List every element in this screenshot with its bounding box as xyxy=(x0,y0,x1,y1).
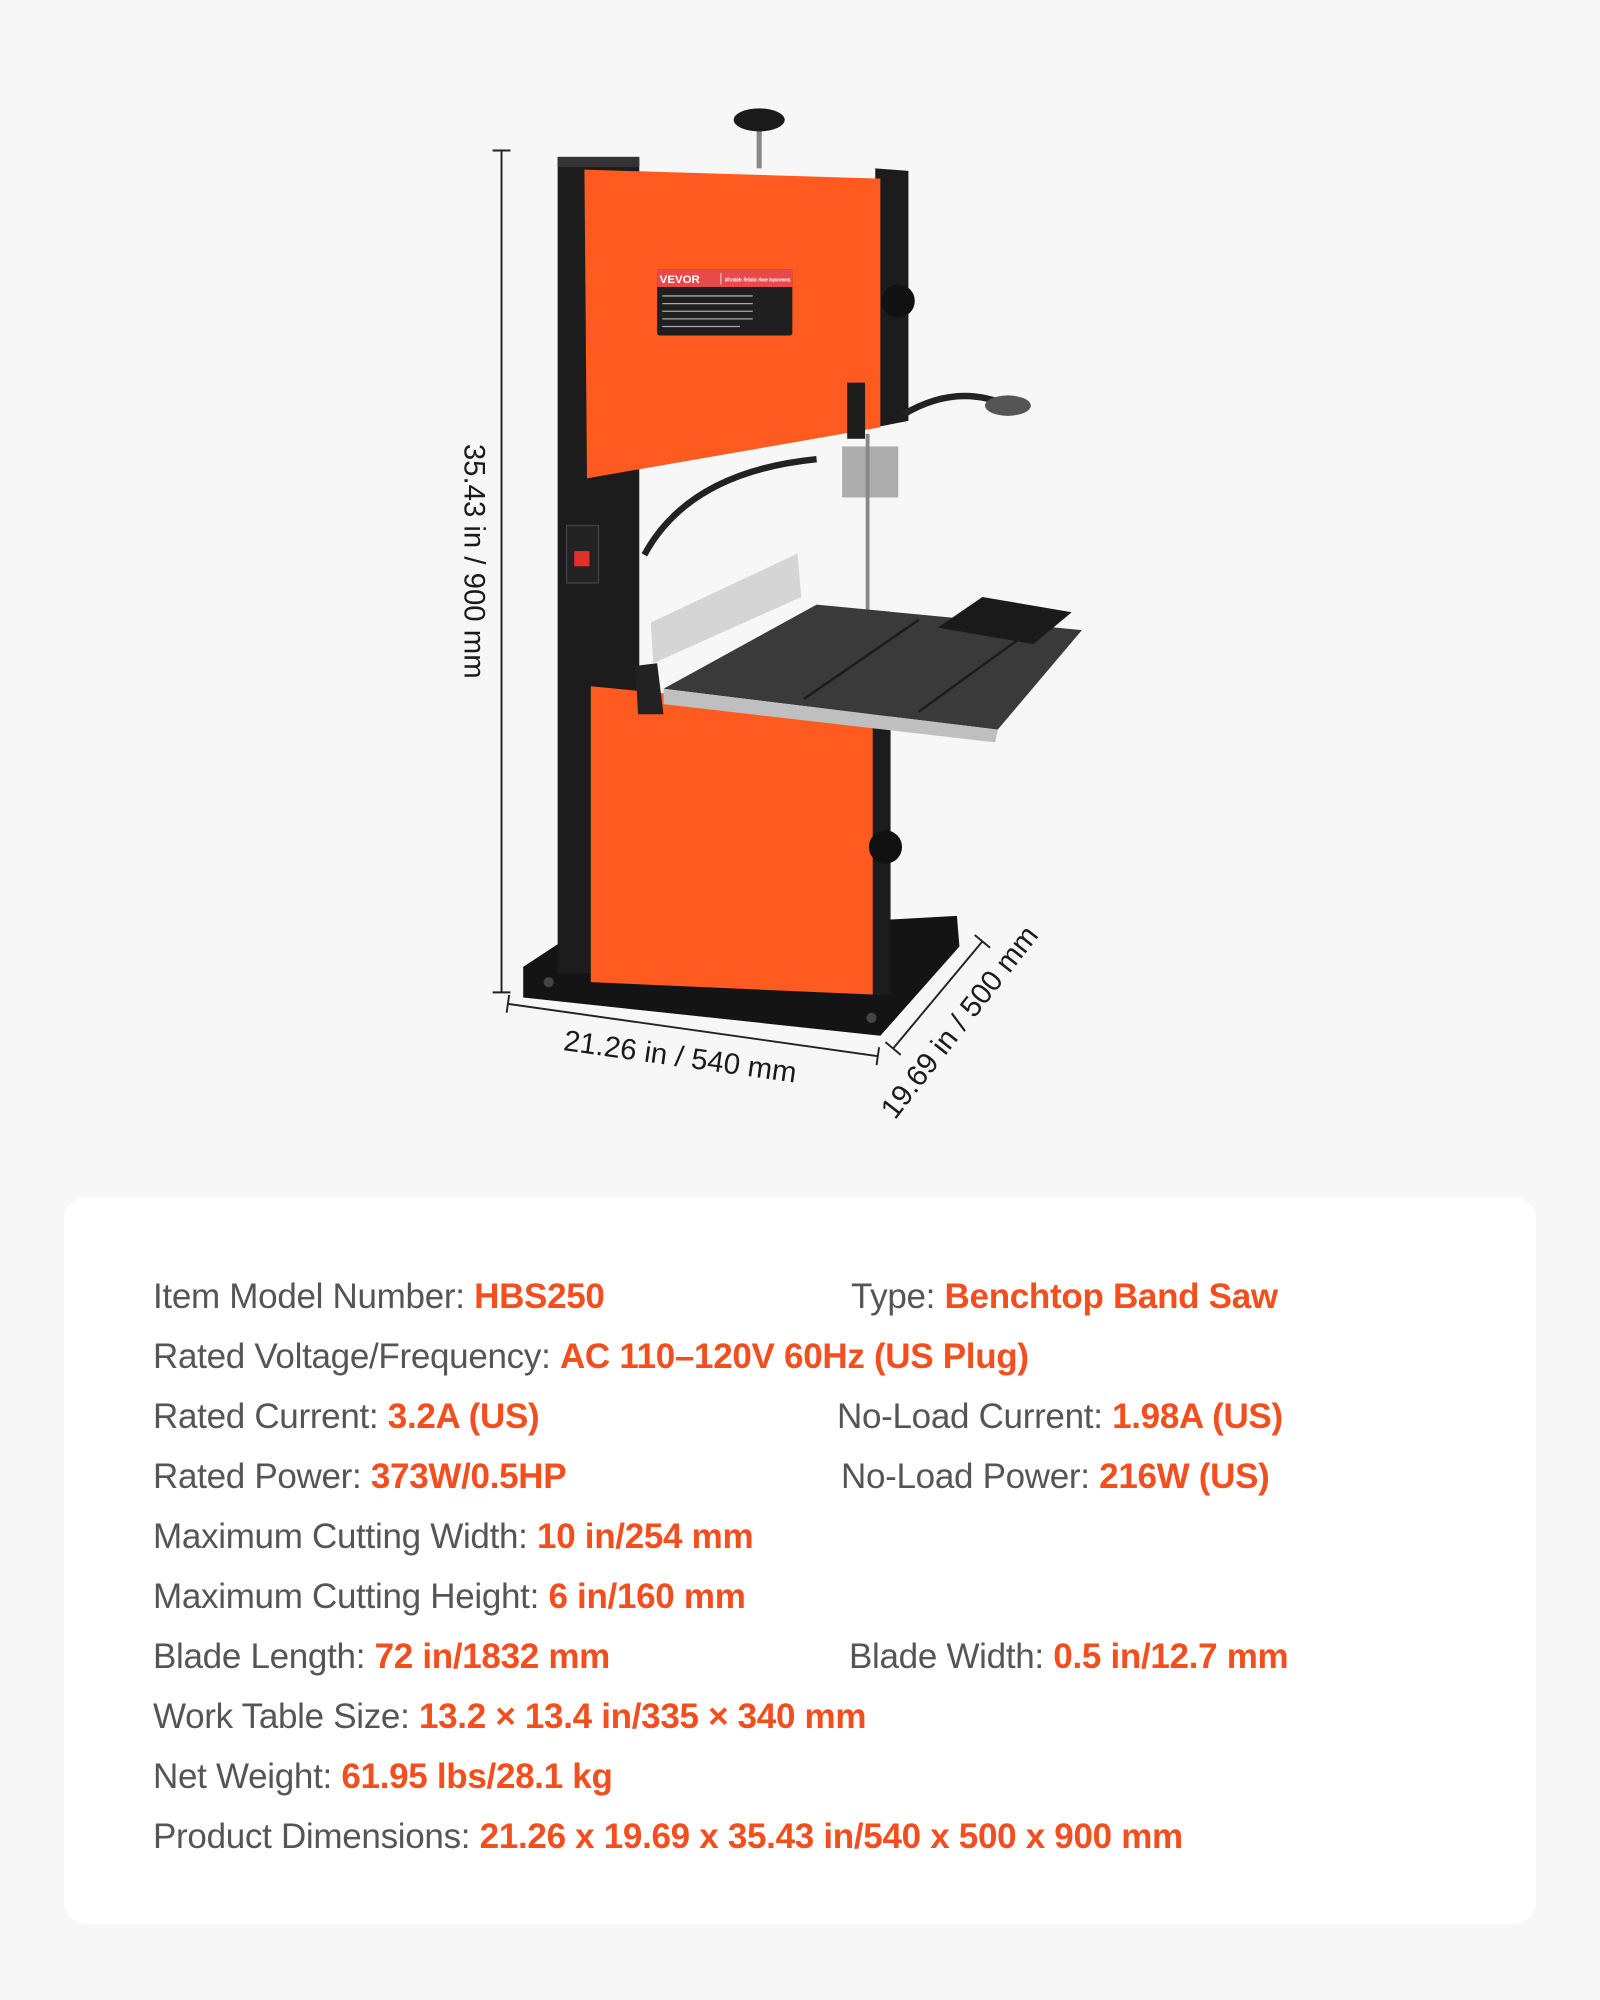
tension-knob xyxy=(733,108,785,169)
upper-adjust-knob xyxy=(881,284,915,318)
spec-value: 3.2A (US) xyxy=(387,1397,540,1436)
spec-rated-current: Rated Current: 3.2A (US) xyxy=(153,1397,540,1437)
width-dimension-label: 21.26 in / 540 mm xyxy=(562,1024,799,1089)
spec-label: Maximum Cutting Height: xyxy=(153,1577,540,1616)
lamp-head xyxy=(984,395,1031,416)
spec-label: No-Load Current: xyxy=(837,1397,1103,1436)
spec-value: 1.98A (US) xyxy=(1112,1397,1283,1436)
power-cable xyxy=(641,456,817,557)
spec-value: 13.2 × 13.4 in/335 × 340 mm xyxy=(418,1697,867,1736)
spec-label: Maximum Cutting Width: xyxy=(153,1517,528,1556)
base-screw xyxy=(866,1012,877,1023)
spec-label: Product Dimensions: xyxy=(153,1817,471,1856)
spec-table-size: Work Table Size: 13.2 × 13.4 in/335 × 34… xyxy=(153,1697,867,1737)
spec-net-weight: Net Weight: 61.95 lbs/28.1 kg xyxy=(153,1757,613,1797)
spec-label: Blade Length: xyxy=(153,1637,366,1676)
spec-model: Item Model Number: HBS250 xyxy=(153,1277,605,1317)
rip-fence xyxy=(635,553,802,715)
spec-blade-width: Blade Width: 0.5 in/12.7 mm xyxy=(849,1637,1289,1677)
depth-dimension-line xyxy=(884,934,991,1056)
switch-button xyxy=(574,551,590,567)
spec-rated-power: Rated Power: 373W/0.5HP xyxy=(153,1457,567,1497)
spec-value: HBS250 xyxy=(474,1277,605,1316)
spec-value: 72 in/1832 mm xyxy=(374,1637,611,1676)
spec-max-cut-height: Maximum Cutting Height: 6 in/160 mm xyxy=(153,1577,746,1617)
spec-label: Net Weight: xyxy=(153,1757,332,1796)
base-screw xyxy=(543,977,554,988)
blade-guide xyxy=(842,446,899,498)
band-saw-product-image: 35.43 in / 900 mm VEVOR Affordable. Reli… xyxy=(458,108,1082,1125)
spec-value: 373W/0.5HP xyxy=(370,1457,567,1496)
column-cap xyxy=(557,156,640,168)
spec-value: 61.95 lbs/28.1 kg xyxy=(341,1757,613,1796)
specifications-card: Item Model Number: HBS250 Type: Benchtop… xyxy=(64,1197,1536,1924)
height-dimension-line xyxy=(492,149,511,994)
spec-label: Rated Voltage/Frequency: xyxy=(153,1337,551,1376)
spec-value: Benchtop Band Saw xyxy=(944,1277,1279,1316)
spec-label: Work Table Size: xyxy=(153,1697,410,1736)
spec-label: No-Load Power: xyxy=(841,1457,1090,1496)
spec-value: 6 in/160 mm xyxy=(548,1577,746,1616)
work-table xyxy=(663,596,1082,743)
spec-label: Rated Current: xyxy=(153,1397,379,1436)
spec-no-load-power: No-Load Power: 216W (US) xyxy=(841,1457,1270,1497)
blade-guard xyxy=(847,382,866,439)
width-dimension-line xyxy=(505,994,881,1066)
spec-voltage: Rated Voltage/Frequency: AC 110–120V 60H… xyxy=(153,1337,1029,1377)
spec-no-load-current: No-Load Current: 1.98A (US) xyxy=(837,1397,1283,1437)
spec-value: 21.26 x 19.69 x 35.43 in/540 x 500 x 900… xyxy=(479,1817,1184,1856)
height-dimension-label: 35.43 in / 900 mm xyxy=(458,444,491,679)
spec-value: AC 110–120V 60Hz (US Plug) xyxy=(559,1337,1029,1376)
lower-adjust-knob xyxy=(868,830,903,864)
lower-wheel-cover xyxy=(590,686,881,995)
spec-max-cut-width: Maximum Cutting Width: 10 in/254 mm xyxy=(153,1517,754,1557)
product-label: VEVOR Affordable. Reliable. Home Improve… xyxy=(657,269,793,336)
spec-label: Rated Power: xyxy=(153,1457,362,1496)
spec-value: 0.5 in/12.7 mm xyxy=(1053,1637,1289,1676)
spec-blade-length: Blade Length: 72 in/1832 mm xyxy=(153,1637,610,1677)
spec-value: 10 in/254 mm xyxy=(537,1517,754,1556)
brand-tagline: Affordable. Reliable. Home Improvement. xyxy=(725,277,792,283)
spec-label: Type: xyxy=(851,1277,936,1316)
spec-type: Type: Benchtop Band Saw xyxy=(851,1277,1278,1317)
spec-label: Blade Width: xyxy=(849,1637,1044,1676)
spec-label: Item Model Number: xyxy=(153,1277,465,1316)
spec-value: 216W (US) xyxy=(1099,1457,1270,1496)
vevor-logo: VEVOR xyxy=(660,274,701,286)
spec-dimensions: Product Dimensions: 21.26 x 19.69 x 35.4… xyxy=(153,1817,1183,1857)
